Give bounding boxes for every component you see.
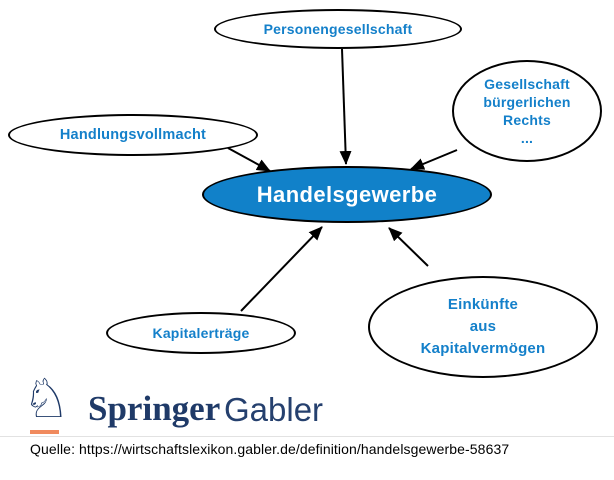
node-label-line: ... — [520, 130, 534, 147]
node-einkuenfte-aus-kapitalvermoegen: Einkünfte aus Kapitalvermögen — [368, 276, 598, 378]
publisher-name-gabler: Gabler — [224, 391, 324, 428]
publisher-name-springer: Springer — [88, 389, 221, 428]
chess-knight-icon: ♘ — [22, 367, 71, 430]
separator-line — [0, 436, 614, 437]
node-gesellschaft-buergerlichen-rechts: Gesellschaft bürgerlichen Rechts ... — [452, 60, 602, 162]
node-label-line: Kapitalvermögen — [420, 339, 546, 357]
arrow-gbr-to-center — [410, 149, 458, 170]
source-caption: Quelle: https://wirtschaftslexikon.gable… — [30, 441, 510, 457]
node-handlungsvollmacht: Handlungsvollmacht — [8, 114, 258, 156]
node-label-line: Rechts — [503, 112, 551, 128]
brand-orange-bar — [30, 430, 59, 434]
arrow-handlungsvollmacht-to-center — [227, 147, 271, 172]
node-handelsgewerbe-center: Handelsgewerbe — [202, 166, 492, 223]
node-kapitalertraege: Kapitalerträge — [106, 312, 296, 354]
node-label-line: Einkünfte — [447, 296, 519, 314]
node-label: Personengesellschaft — [263, 21, 413, 37]
node-label-line: Gesellschaft — [484, 75, 570, 92]
node-label-line: aus — [469, 318, 497, 336]
node-label-line: bürgerlichen — [483, 93, 571, 110]
node-label: Kapitalerträge — [152, 325, 250, 341]
arrow-einkuenfte-to-center — [388, 227, 429, 267]
node-label: Handelsgewerbe — [256, 181, 438, 207]
node-personengesellschaft: Personengesellschaft — [214, 9, 462, 49]
node-label: Handlungsvollmacht — [59, 127, 207, 143]
arrow-kapitalertraege-to-center — [240, 226, 323, 312]
arrow-personengesellschaft-to-center — [339, 48, 352, 165]
